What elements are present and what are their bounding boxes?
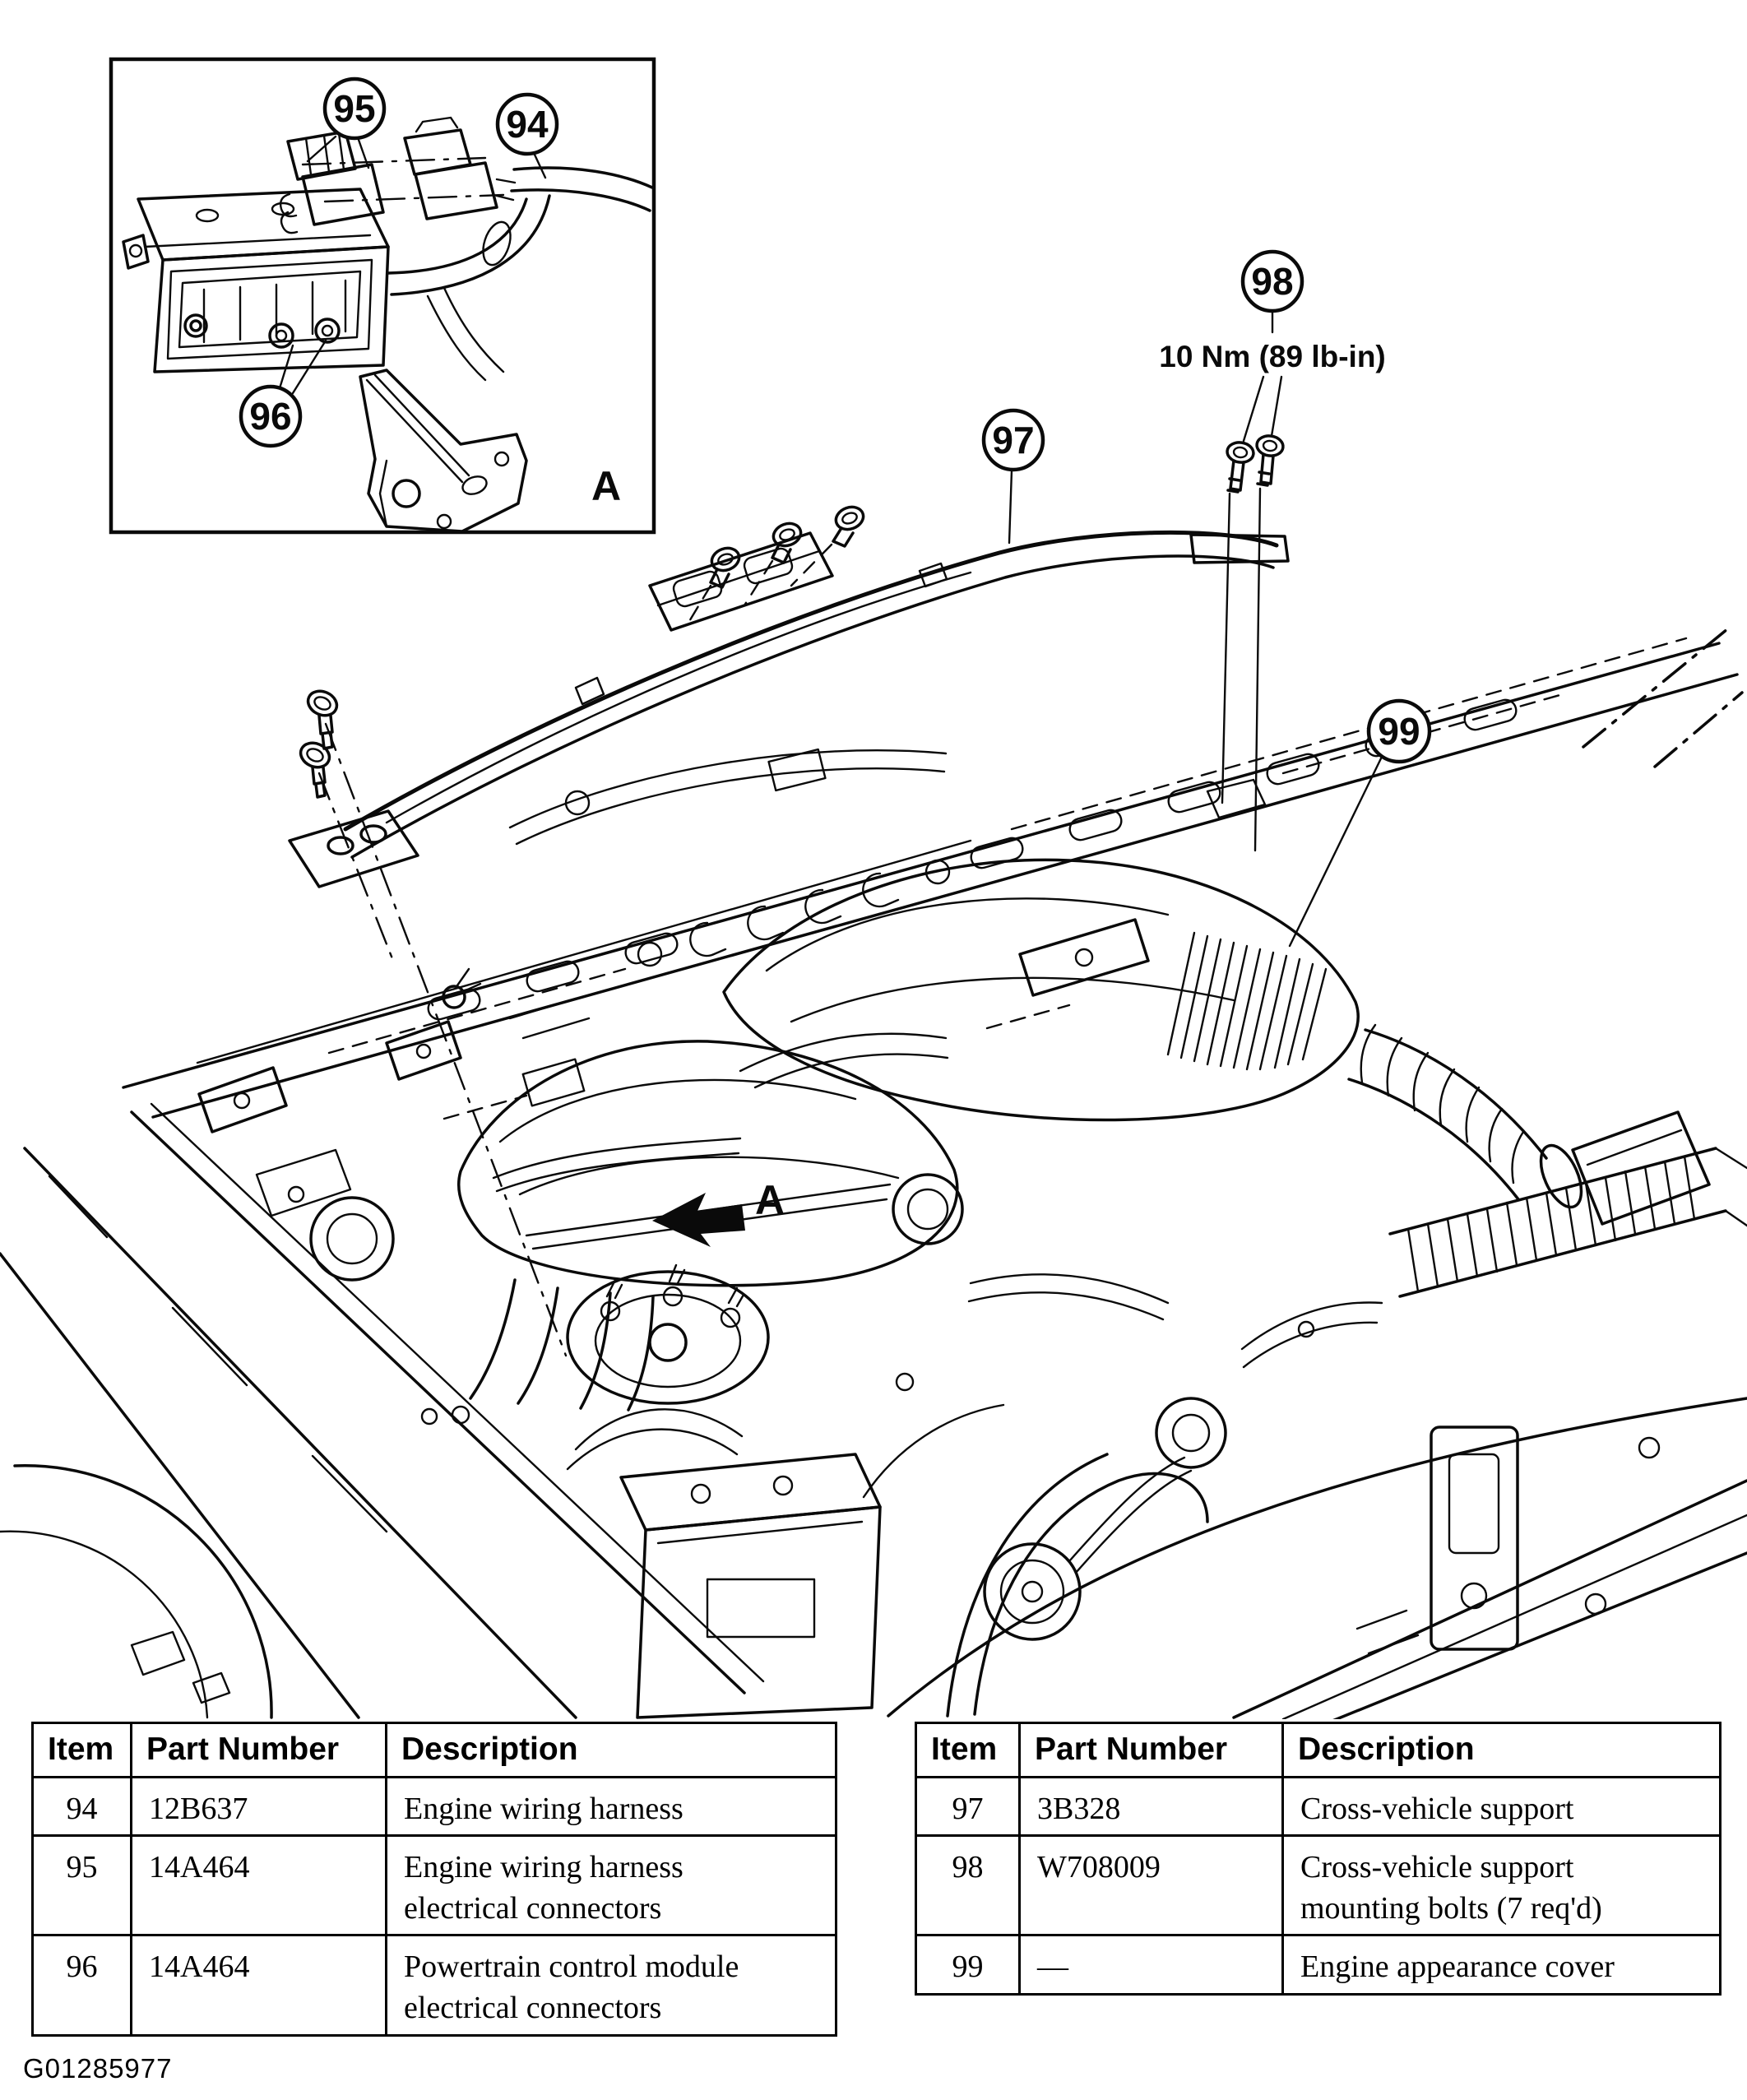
parts-table-left: Item Part Number Description 94 12B637 E… — [31, 1722, 837, 2037]
part-description: Engine appearance cover — [1281, 1934, 1722, 1996]
left-fender — [0, 1102, 765, 1719]
detail-arrow-label: A — [755, 1177, 785, 1223]
callout-96: 96 — [239, 339, 327, 448]
callout-98: 98 10 Nm (89 lb-in) — [1159, 249, 1386, 443]
part-number: 14A464 — [130, 1934, 387, 2037]
col-header-part-number: Part Number — [130, 1722, 387, 1778]
brake-reservoir — [255, 1148, 395, 1282]
part-description: Cross-vehicle support — [1281, 1775, 1722, 1837]
callout-95: 95 — [306, 76, 387, 169]
inset-view-label: A — [591, 463, 621, 509]
callout-96-number: 96 — [249, 395, 291, 438]
part-number: 12B637 — [130, 1775, 387, 1837]
part-description: Engine wiring harness electrical connect… — [385, 1833, 837, 1937]
torque-spec-label: 10 Nm (89 lb-in) — [1159, 340, 1386, 373]
col-header-item: Item — [31, 1722, 132, 1778]
figure-id-label: G01285977 — [23, 2053, 173, 2084]
item-number: 94 — [31, 1775, 132, 1837]
table-row: 95 14A464 Engine wiring harness electric… — [31, 1833, 837, 1937]
table-row: 94 12B637 Engine wiring harness — [31, 1775, 837, 1837]
callout-94: 94 — [495, 92, 559, 179]
harness-connectors — [279, 116, 517, 234]
table-row: 99 — Engine appearance cover — [915, 1934, 1722, 1996]
support-mounting-bolts — [1206, 434, 1285, 852]
item-number: 99 — [915, 1934, 1021, 1996]
table-row: 96 14A464 Powertrain control module elec… — [31, 1934, 837, 2037]
table-row: 98 W708009 Cross-vehicle support mountin… — [915, 1833, 1722, 1937]
col-header-part-number: Part Number — [1018, 1722, 1284, 1778]
callout-97-number: 97 — [992, 419, 1034, 461]
table-row: 97 3B328 Cross-vehicle support — [915, 1775, 1722, 1837]
col-header-description: Description — [1281, 1722, 1722, 1778]
item-number: 95 — [31, 1833, 132, 1937]
inset-detail-box: 95 94 96 A — [109, 57, 656, 535]
pcm-bracket — [359, 369, 528, 533]
cross-vehicle-support — [288, 530, 1290, 888]
part-description: Cross-vehicle support mounting bolts (7 … — [1281, 1833, 1722, 1937]
cowl-panel — [122, 637, 1739, 1119]
powertrain-control-module — [122, 188, 390, 373]
item-number: 97 — [915, 1775, 1021, 1837]
callout-99: 99 — [1288, 698, 1432, 948]
parts-table-right: Item Part Number Description 97 3B328 Cr… — [915, 1722, 1722, 1996]
front-support — [887, 1397, 1747, 1719]
item-number: 96 — [31, 1934, 132, 2037]
table-header-row: Item Part Number Description — [31, 1722, 837, 1778]
support-left-bolts — [299, 689, 568, 1357]
misc-harness — [420, 1004, 1170, 1425]
air-intake-duct — [1347, 1023, 1711, 1226]
engine-appearance-cover — [722, 858, 1360, 1122]
detail-a-marker: A — [652, 1177, 785, 1247]
engine-bay-illustration: 95 94 96 A — [0, 57, 1747, 1719]
support-bracket-bolts — [684, 505, 865, 628]
callout-97: 97 — [981, 408, 1045, 545]
right-ribbed-panel — [1388, 1147, 1747, 1298]
windshield-edge — [1582, 624, 1744, 768]
cowl-brackets — [197, 918, 1150, 1133]
part-number: 3B328 — [1018, 1775, 1284, 1837]
callout-98-number: 98 — [1251, 260, 1293, 303]
col-header-description: Description — [385, 1722, 837, 1778]
callout-99-number: 99 — [1378, 710, 1420, 753]
engine-front-details — [862, 1301, 1383, 1718]
col-header-item: Item — [915, 1722, 1021, 1778]
callout-95-number: 95 — [333, 87, 375, 130]
wiper-linkage — [508, 748, 948, 846]
callout-94-number: 94 — [506, 103, 549, 146]
table-header-row: Item Part Number Description — [915, 1722, 1722, 1778]
battery-box — [566, 1408, 882, 1719]
part-description: Powertrain control module electrical con… — [385, 1934, 837, 2037]
wiring-harness — [387, 166, 654, 382]
item-number: 98 — [915, 1833, 1021, 1937]
part-number: W708009 — [1018, 1833, 1284, 1937]
part-number: 14A464 — [130, 1833, 387, 1937]
part-number: — — [1018, 1934, 1284, 1996]
part-description: Engine wiring harness — [385, 1775, 837, 1837]
